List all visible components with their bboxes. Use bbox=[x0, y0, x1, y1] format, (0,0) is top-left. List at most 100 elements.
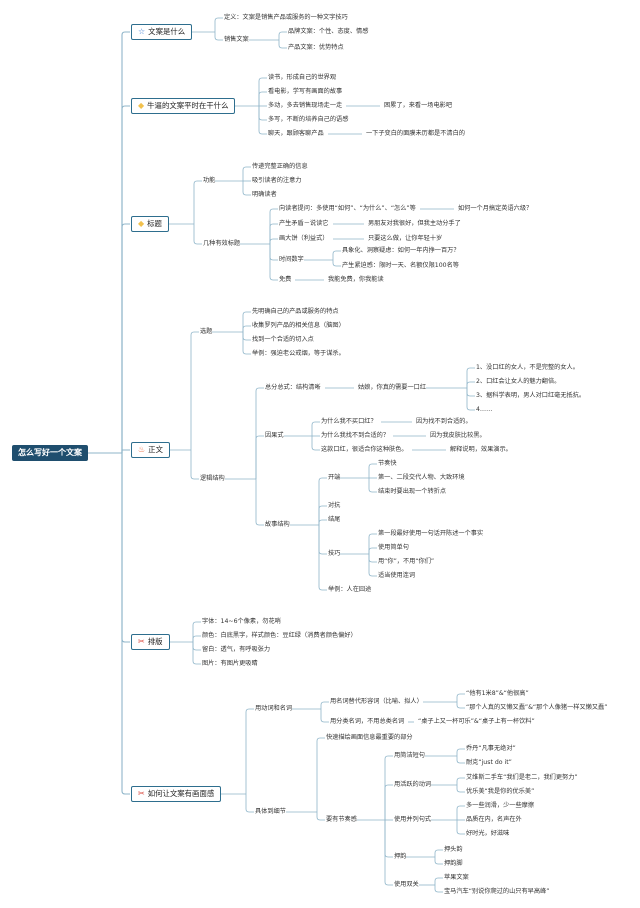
node-cause-2: 为什么我找不到合适的？ bbox=[321, 432, 390, 439]
node-blank: 一下子变白的面膜未历都是不清白的 bbox=[366, 130, 465, 137]
node-method-3-example: 只要这么做，让你年轻十岁 bbox=[368, 235, 443, 242]
node-font: 字体：14~6个像素，勿花哨 bbox=[202, 618, 281, 625]
node-short: 用简洁短句 bbox=[394, 752, 425, 759]
branch-body[interactable]: ♨正文 bbox=[131, 442, 170, 458]
node-pun-1: 苹果文案 bbox=[444, 874, 469, 881]
node-methods: 几种有效标题 bbox=[203, 240, 241, 247]
node-func-2: 吸引读者的注意力 bbox=[252, 177, 302, 184]
branch-what-is-copywriting[interactable]: ☆文案是什么 bbox=[131, 24, 193, 40]
node-open-1: 节奏快 bbox=[378, 460, 397, 467]
node-topic-2: 收集罗列产品的相关信息（脑图） bbox=[252, 322, 345, 329]
gem-icon: ◆ bbox=[138, 101, 145, 110]
node-story: 故事结构 bbox=[265, 521, 290, 528]
node-skill-1: 第一段最好使用一句话开陈述一个事实 bbox=[378, 530, 484, 537]
branch-label: 文案是什么 bbox=[148, 27, 186, 36]
branch-title[interactable]: ◆标题 bbox=[131, 216, 169, 232]
branch-layout[interactable]: ✂排版 bbox=[131, 634, 170, 650]
branch-label: 牛逼的文案平时在干什么 bbox=[147, 101, 229, 110]
node-open: 开端 bbox=[328, 474, 341, 481]
node-space: 留白：透气，有呼吸张力 bbox=[202, 646, 271, 653]
node-topic-1: 先明确自己的产品或服务的特点 bbox=[252, 308, 339, 315]
node-cause-3: 这款口红，很适合你这种肤色。 bbox=[321, 446, 408, 453]
node-verbs-1b: “那个人真的又懒又蠢”&“那个人像猪一样又懒又蠢” bbox=[466, 704, 608, 711]
node-cause: 因果式 bbox=[265, 432, 284, 439]
node-verbs-2-example: “桌子上又一杯可乐”&“桌子上有一杯饮料” bbox=[418, 718, 535, 725]
node-short-2: 耐克“just do it” bbox=[466, 759, 512, 766]
node-parallel-2: 品质在内，名声在外 bbox=[466, 816, 522, 823]
node-definition: 定义：文案是销售产品或服务的一种文字技巧 bbox=[224, 14, 348, 21]
node-lively-2: 优乐美“我是你的优乐美” bbox=[466, 788, 535, 795]
branch-label: 正文 bbox=[148, 445, 163, 454]
gem-icon: ◆ bbox=[138, 219, 145, 228]
node-open-2: 第一、二段交代人物、大致环境 bbox=[378, 474, 465, 481]
fire-icon: ♨ bbox=[138, 445, 146, 454]
node-zfz-2: 2、口红会让女人的魅力翻倍。 bbox=[476, 378, 561, 385]
tool-icon: ✂ bbox=[138, 789, 145, 798]
branch-label: 排版 bbox=[147, 637, 163, 646]
node-detail: 具体到细节 bbox=[255, 808, 286, 815]
branch-label: 标题 bbox=[147, 219, 162, 228]
node-verbs-2: 用分类名词，不用总类名词 bbox=[330, 718, 405, 725]
node-pic: 图片：有图片更吸睛 bbox=[202, 660, 258, 667]
node-parallel: 使用并列句式 bbox=[394, 816, 432, 823]
branch-imagery[interactable]: ✂如何让文案有画面感 bbox=[131, 786, 222, 802]
node-product-copy: 产品文案：优势特点 bbox=[288, 44, 344, 51]
node-parallel-1: 多一些润滑，少一些摩擦 bbox=[466, 802, 535, 809]
node-cause-3-answer: 解释说明，效果演示。 bbox=[450, 446, 512, 453]
node-sales-copy: 销售文案 bbox=[224, 36, 249, 43]
node-color: 颜色：白底黑字，样式颜色：豆红绿（消费者颜色偏好） bbox=[202, 632, 357, 639]
node-zfz: 总分总式：结构清晰 bbox=[265, 384, 321, 391]
node-lively-1: 艾维斯二手车“我们是老二，我们更努力” bbox=[466, 774, 578, 781]
node-conflict: 对抗 bbox=[328, 502, 341, 509]
node-func-3: 明确读者 bbox=[252, 191, 277, 198]
node-logic: 逻辑结构 bbox=[200, 475, 225, 482]
node-brand-copy: 品牌文案：个性、态度、情感 bbox=[288, 28, 369, 35]
node-zfz-1: 1、没口红的女人，不是完整的女人。 bbox=[476, 364, 579, 371]
node-method-5-example: 我能免费，你我能读 bbox=[328, 276, 384, 283]
node-function: 功能 bbox=[203, 177, 216, 184]
node-cause-1-answer: 因为找不到合适的。 bbox=[416, 418, 472, 425]
node-movie: 看电影，学写有画面的故事 bbox=[268, 88, 343, 95]
node-method-2: 产生矛盾－说读它 bbox=[279, 220, 329, 227]
star-icon: ☆ bbox=[138, 27, 146, 36]
node-method-3: 画大饼（利益式） bbox=[279, 235, 329, 242]
node-rhyme-1: 押头韵 bbox=[444, 846, 463, 853]
node-method-5: 免费 bbox=[279, 276, 292, 283]
node-zfz-3: 3、据科学表明，男人对口红毫无抵抗。 bbox=[476, 392, 586, 399]
node-skill-4: 适当使用连词 bbox=[378, 572, 416, 579]
node-topic: 选题 bbox=[200, 328, 213, 335]
node-lively: 用活跃的动词 bbox=[394, 781, 432, 788]
node-topic-4: 举例：强迫老公戒烟，等于谋杀。 bbox=[252, 350, 345, 357]
node-cause-2-answer: 因为我皮肤比较黑。 bbox=[430, 432, 486, 439]
node-verbs-1a: “他有1米8”&“他很高” bbox=[466, 690, 529, 697]
node-method-1-example: 如何一个月搞定英语六级？ bbox=[458, 205, 533, 212]
node-skill: 技巧 bbox=[328, 550, 341, 557]
node-method-2-example: 男朋友对我很好，但我主动分手了 bbox=[368, 220, 461, 227]
node-func-1: 传递完整正确的信息 bbox=[252, 163, 308, 170]
tool-icon: ✂ bbox=[138, 637, 145, 646]
node-short-1: 乔丹“凡事无绝对” bbox=[466, 745, 516, 752]
node-tired: 困累了，来看一场电影吧 bbox=[384, 102, 453, 109]
branch-habits[interactable]: ◆牛逼的文案平时在干什么 bbox=[131, 98, 236, 114]
branch-label: 如何让文案有画面感 bbox=[147, 789, 215, 798]
node-pun-2: 宝马汽车“别说你爬过的山只有早高峰” bbox=[444, 888, 550, 895]
node-rhythm: 要有节奏感 bbox=[326, 816, 357, 823]
node-rhyme: 押韵 bbox=[394, 853, 407, 860]
node-open-3: 结束时要出现一个转折点 bbox=[378, 488, 447, 495]
node-move: 多动，多去销售现场走一走 bbox=[268, 102, 343, 109]
node-cause-1: 为什么我不买口红？ bbox=[321, 418, 377, 425]
node-detail-1: 快速描绘画面信息最重要的部分 bbox=[326, 734, 413, 741]
node-method-4: 时间数字 bbox=[279, 256, 304, 263]
node-story-example: 举例：人在囧途 bbox=[328, 586, 372, 593]
node-method-4a: 具象化、洞察疑虑：如何一年内挣一百万？ bbox=[342, 247, 460, 254]
node-skill-2: 使用简单句 bbox=[378, 544, 409, 551]
root-topic[interactable]: 怎么写好一个文案 bbox=[12, 445, 88, 461]
node-zfz-4: 4…… bbox=[476, 406, 493, 413]
node-zfz-example: 姑娘，你真的需要一口红 bbox=[358, 384, 427, 391]
node-method-4b: 产生紧迫感：限时一天、名额仅限100名等 bbox=[342, 262, 459, 269]
node-verbs-1: 用名词替代形容词（比喻、拟人） bbox=[330, 698, 423, 705]
node-write: 多写，不断的培养自己的语感 bbox=[268, 116, 349, 123]
node-chat: 聊天，跟顾客聊产品 bbox=[268, 130, 324, 137]
node-rhyme-2: 押韵脚 bbox=[444, 860, 463, 867]
